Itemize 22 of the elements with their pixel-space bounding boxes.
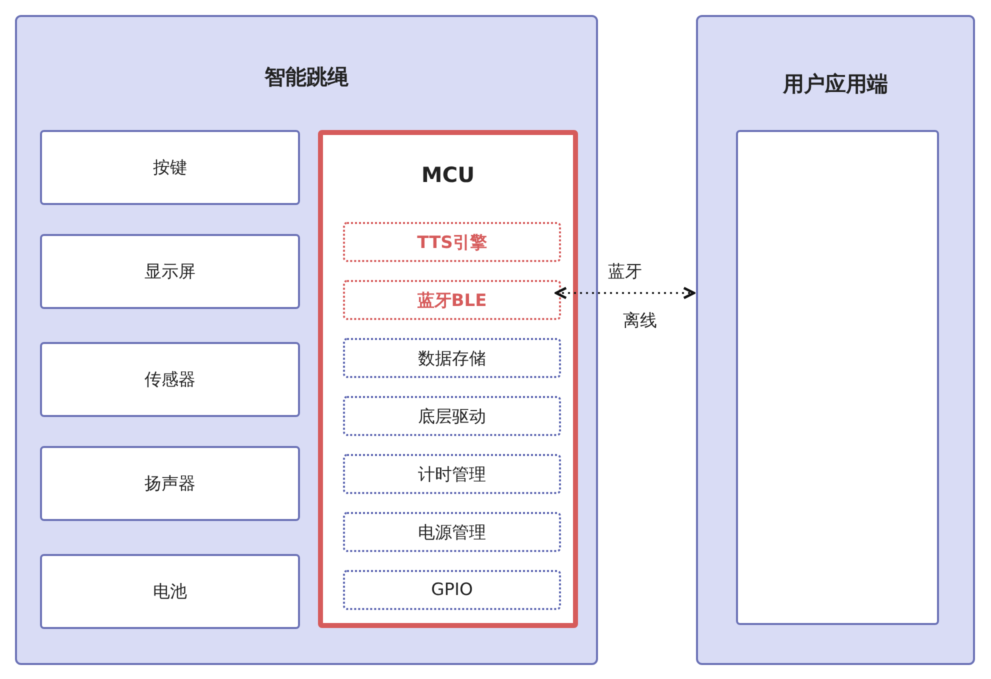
module-box: 蓝牙BLE [343, 280, 561, 320]
component-box: 扬声器 [40, 446, 300, 521]
module-box: 电源管理 [343, 512, 561, 552]
module-box: TTS引擎 [343, 222, 561, 262]
module-box: 数据存储 [343, 338, 561, 378]
module-box: 计时管理 [343, 454, 561, 494]
module-box: GPIO [343, 570, 561, 610]
component-box: 按键 [40, 130, 300, 205]
panel-title: 用户应用端 [783, 71, 888, 98]
component-box: 传感器 [40, 342, 300, 417]
double-arrow [554, 286, 696, 300]
display-box [736, 130, 939, 625]
component-box: 电池 [40, 554, 300, 629]
edge-label: 蓝牙 [607, 261, 643, 283]
panel-title: 智能跳绳 [264, 64, 348, 91]
component-box: 显示屏 [40, 234, 300, 309]
module-box: 底层驱动 [343, 396, 561, 436]
link-note: 离线 [622, 310, 658, 332]
mcu-box [318, 130, 578, 628]
system-panel [696, 15, 975, 665]
system-panel [15, 15, 598, 665]
mcu-title: MCU [421, 163, 475, 187]
